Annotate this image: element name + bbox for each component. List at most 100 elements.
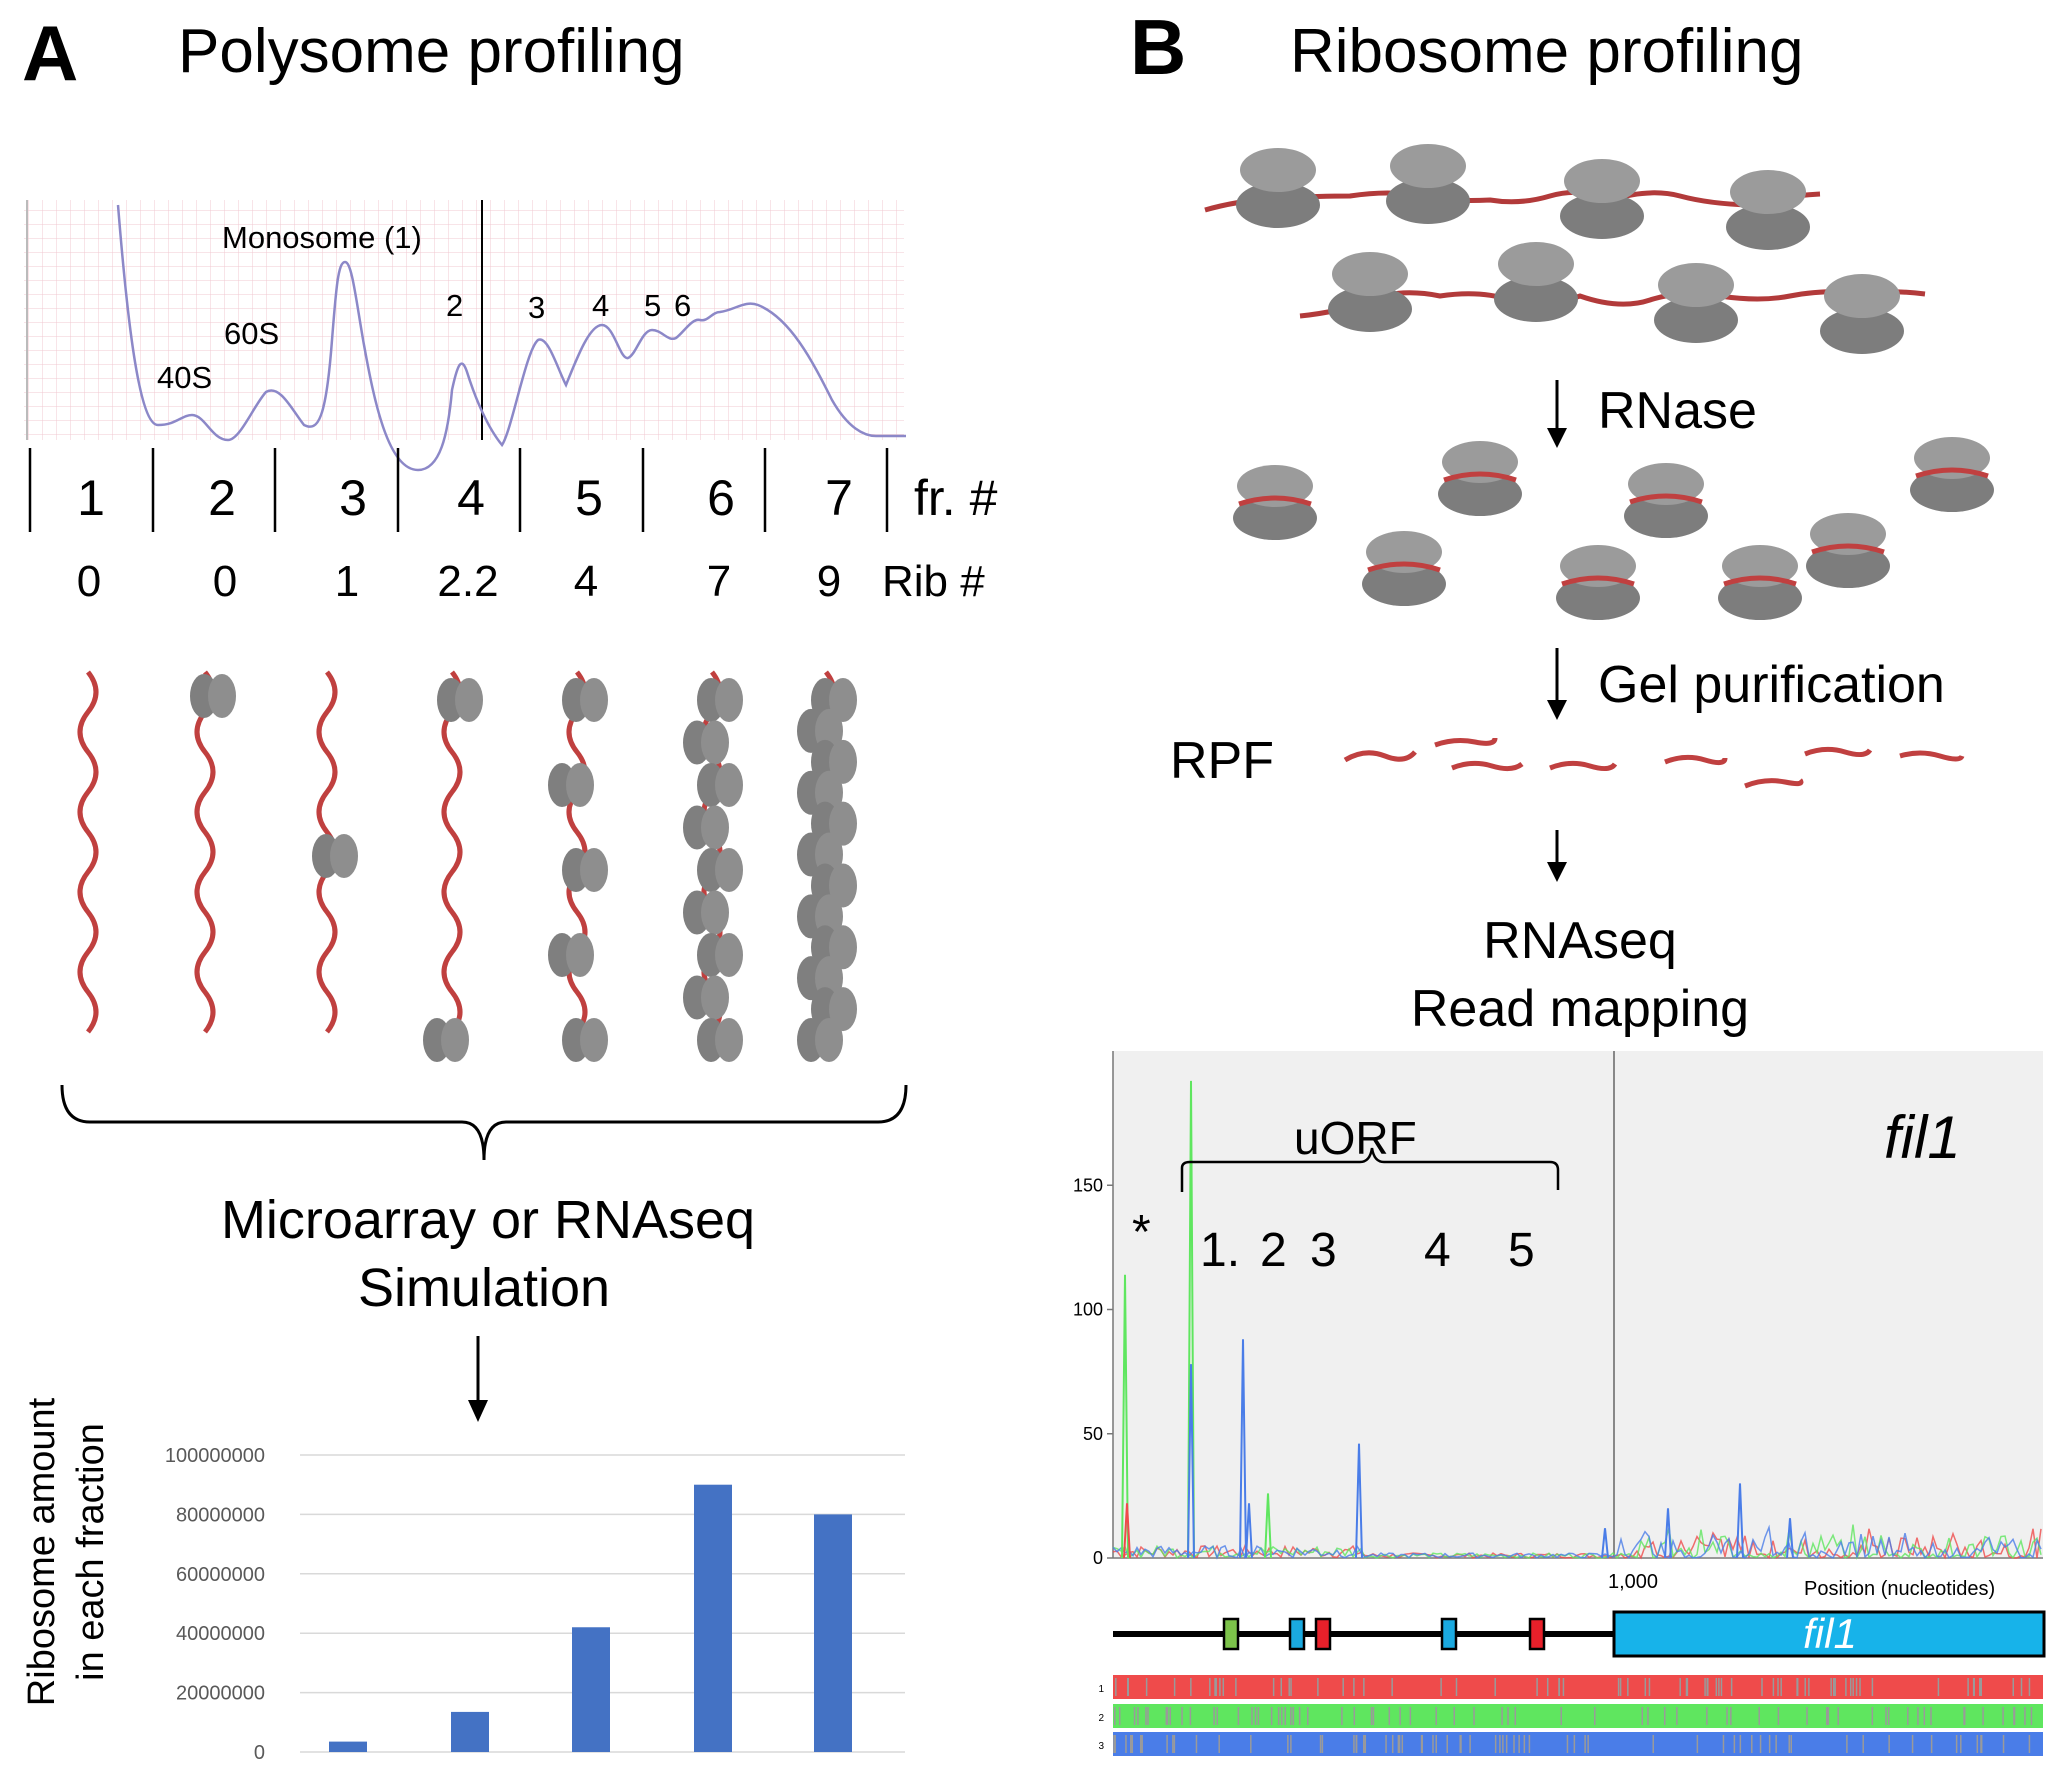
coverage-peak [1736,1483,1744,1559]
ribosome-8 [1820,274,1904,354]
fraction-7: 7 [825,470,853,526]
ribosome [697,933,743,977]
ribosome-numbers: 0 0 1 2.2 4 7 9 [77,557,841,606]
ribosome [683,805,729,850]
chart-ytick: 0 [254,1742,265,1764]
label-monosome: Monosome (1) [222,220,422,255]
rnase-digested-ribosomes [1233,437,1994,620]
panel-b-title: Ribosome profiling [1290,17,1803,86]
mrna-strand-2 [1299,288,1926,319]
fraction-numbers: 1 2 3 4 5 6 7 [77,470,853,526]
digested-ribosome [1718,545,1802,620]
rib-number-6: 7 [707,557,731,606]
track-ytick: 100 [1073,1300,1103,1320]
rib-number-4: 2.2 [437,557,498,606]
trace-grid [24,200,904,440]
protected-fragment [1915,467,1989,479]
panel-a: A Polysome profiling Monosome (1) 40S 60… [21,9,998,1764]
coverage-peak [1121,1274,1129,1559]
ribosome [562,848,608,892]
protected-fragment [1238,495,1312,507]
fraction-6: 6 [707,470,735,526]
digested-ribosome [1362,531,1446,606]
ribosome-1 [1236,148,1320,228]
brace-bracket [60,1084,908,1161]
bar-chart: Ribosome amount in each fraction 0200000… [21,1397,905,1764]
coverage-peak [1355,1443,1363,1559]
ribosome-4 [1726,170,1810,250]
rib-number-5: 4 [574,557,598,606]
chart-bar [451,1711,489,1752]
uorf-box [1222,1617,1240,1651]
ribosome [683,890,729,935]
track-ytick: 50 [1083,1424,1103,1444]
arrow-down-icon [1547,830,1567,882]
coverage-peak [1601,1528,1609,1559]
digested-ribosome [1910,437,1994,512]
fraction-4: 4 [457,470,485,526]
coverage-noise [1112,1524,2042,1560]
coverage-peak [1187,1364,1195,1559]
protected-fragment [1367,561,1441,573]
marker-star: * [1132,1206,1151,1259]
ribosome [562,678,608,722]
arrow-down-icon [1547,380,1567,448]
ribosome-2 [1386,144,1470,224]
chart-bar [572,1627,610,1752]
chart-ytick: 100000000 [165,1445,265,1467]
mrna-strand [441,670,463,1034]
ribosome [697,848,743,892]
rpf-label: RPF [1170,732,1274,790]
label-peak-6: 6 [674,288,691,323]
ribosome [562,1018,608,1062]
fraction-5: 5 [575,470,603,526]
marker-1: 1. [1200,1224,1240,1277]
track-background [1113,1051,2043,1557]
ribosome [548,763,594,807]
ribosome [697,1018,743,1062]
coverage-peak [1239,1339,1247,1559]
rib-number-2: 0 [213,557,237,606]
chart-ylabel-line2: in each fraction [70,1423,112,1681]
panel-b: B Ribosome profiling RNase Gel purificat… [1073,3,2046,1756]
step-rnaseq: RNAseq [1483,912,1677,970]
ribosome-3 [1560,159,1644,239]
marker-2: 2 [1260,1224,1287,1277]
chart-bar [814,1514,852,1752]
track-ytick: 0 [1093,1548,1103,1568]
uorf-bracket [1180,1147,1560,1192]
frame-bar [1113,1732,2043,1756]
frame-label: 1 [1098,1684,1104,1695]
arrow-down-icon [1547,648,1567,720]
uorf-box [1528,1617,1546,1651]
step-read-mapping: Read mapping [1411,980,1749,1038]
chart-ylabel-line1: Ribosome amount [21,1397,63,1706]
chart-bar [329,1741,367,1752]
fraction-separators [28,448,889,532]
panel-a-letter: A [22,9,78,97]
ribosome [548,933,594,977]
method-line2: Simulation [358,1258,610,1318]
step-gel-purification: Gel purification [1598,656,1945,714]
track-xtick: 1,000 [1608,1571,1658,1593]
digested-ribosome [1233,465,1317,540]
ribosome-7 [1654,263,1738,343]
ribosome [697,763,743,807]
rib-number-7: 9 [817,557,841,606]
coverage-peak [1264,1493,1272,1559]
step-rnase: RNase [1598,382,1757,440]
label-peak-4: 4 [592,288,609,323]
chart-ytick: 80000000 [176,1504,265,1526]
fil1-cds-box [1612,1610,2046,1658]
absorbance-curve [116,204,906,472]
ribosome [683,720,729,765]
fraction-2: 2 [208,470,236,526]
ribosome-6 [1494,242,1578,322]
polysome-mrnas [77,670,857,1062]
rib-number-3: 1 [335,557,359,606]
protected-fragment [1561,575,1635,587]
ribosome [437,678,483,722]
chart-bar [694,1484,732,1752]
